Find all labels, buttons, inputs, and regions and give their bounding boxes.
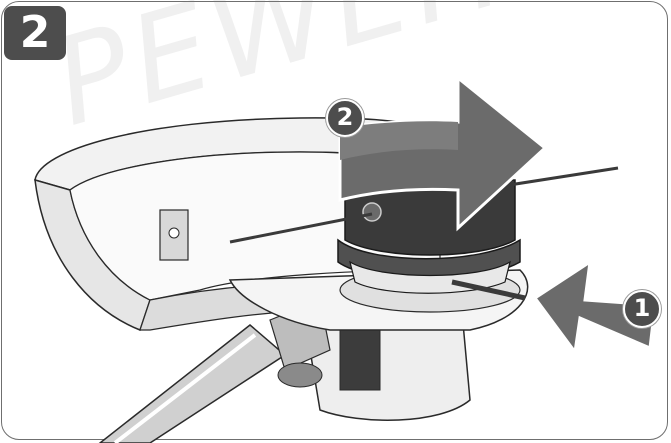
drive-shaft (98, 324, 287, 443)
callout-push-badge: 1 (623, 290, 661, 328)
callout-rotate-badge: 2 (326, 99, 364, 137)
cutting-line (229, 166, 619, 301)
rotate-clockwise-arrow-icon (338, 74, 548, 232)
step-number-badge: 2 (4, 6, 66, 60)
push-arrow-left-icon (532, 258, 657, 356)
